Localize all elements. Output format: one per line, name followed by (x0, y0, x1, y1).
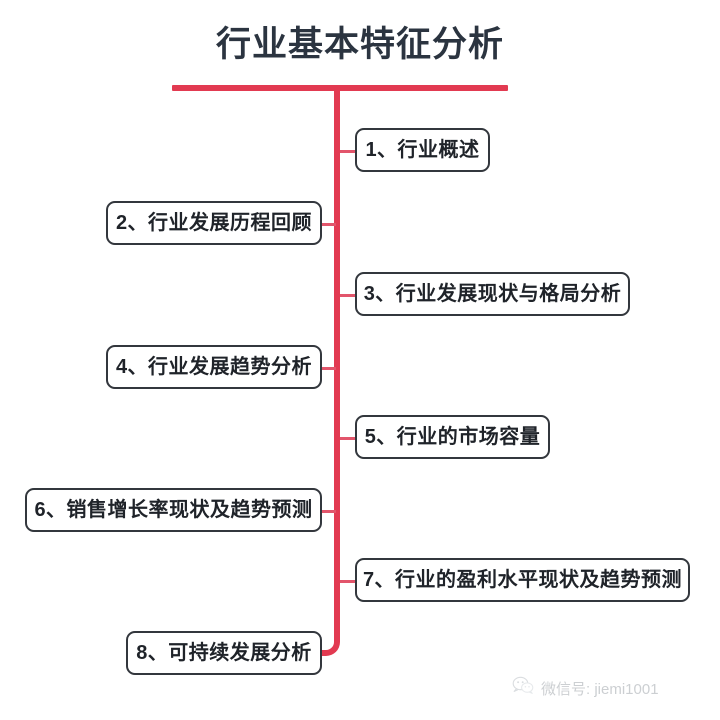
mindmap-node-7[interactable]: 7、行业的盈利水平现状及趋势预测 (355, 558, 690, 602)
connector-node-5 (340, 437, 356, 440)
connector-node-3 (340, 294, 356, 297)
connector-node-4 (320, 367, 336, 370)
watermark-text: 微信号: jiemi1001 (541, 680, 659, 698)
wechat-icon (512, 676, 534, 700)
mindmap-node-3[interactable]: 3、行业发展现状与格局分析 (355, 272, 630, 316)
mindmap-node-6[interactable]: 6、销售增长率现状及趋势预测 (25, 488, 322, 532)
connector-node-6 (320, 510, 336, 513)
mindmap-node-2[interactable]: 2、行业发展历程回顾 (106, 201, 322, 245)
mindmap-node-4[interactable]: 4、行业发展趋势分析 (106, 345, 322, 389)
connector-node-2 (320, 223, 336, 226)
mindmap-node-8[interactable]: 8、可持续发展分析 (126, 631, 322, 675)
mindmap-node-1[interactable]: 1、行业概述 (355, 128, 490, 172)
connector-node-1 (340, 150, 356, 153)
title-underline (172, 85, 508, 91)
central-trunk (334, 88, 340, 628)
watermark: 微信号: jiemi1001 (512, 676, 659, 700)
connector-node-7 (340, 580, 356, 583)
mindmap-node-5[interactable]: 5、行业的市场容量 (355, 415, 550, 459)
trunk-elbow-connector (313, 600, 340, 656)
page-title: 行业基本特征分析 (215, 25, 504, 64)
